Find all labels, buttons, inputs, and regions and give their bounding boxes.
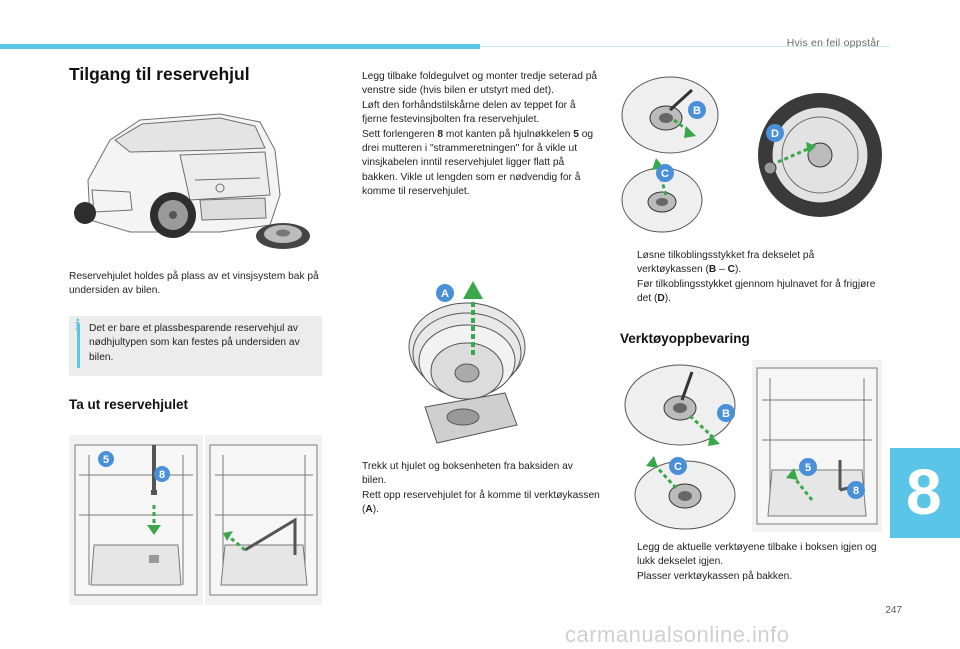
list-item: Før tilkoblingsstykket gjennom hjulnavet… xyxy=(637,278,876,305)
steps-list-3: Løsne tilkoblingsstykket fra dekselet på… xyxy=(620,249,882,307)
list-item: Plasser verktøykassen på bakken. xyxy=(637,570,793,582)
label-B: B xyxy=(693,105,701,117)
header-rule xyxy=(480,46,890,47)
car-spare-wheel-illustration xyxy=(70,100,320,260)
tool-storage-illustration-2: 5 8 xyxy=(752,360,882,532)
page-number: 247 xyxy=(885,605,902,616)
label-5: 5 xyxy=(103,454,109,466)
info-accent-bar xyxy=(77,324,80,368)
chapter-number: 8 xyxy=(906,456,942,528)
info-note-text: Det er bare et plassbesparende reservehj… xyxy=(89,323,300,363)
label-C: C xyxy=(661,168,669,180)
list-item: Trekk ut hjulet og boksenheten fra baksi… xyxy=(362,461,573,487)
list-item: Legg de aktuelle verktøyene tilbake i bo… xyxy=(637,542,877,568)
steps-list-4: Legg de aktuelle verktøyene tilbake i bo… xyxy=(620,541,882,584)
list-item: Legg tilbake foldegulvet og monter tredj… xyxy=(362,71,598,97)
label-8: 8 xyxy=(159,469,165,481)
spare-wheel-toolbox-illustration: A xyxy=(395,275,535,450)
connector-release-illustration: B C D xyxy=(620,70,882,240)
info-note: i Det er bare et plassbesparende reserve… xyxy=(69,316,322,376)
subtitle-remove-spare: Ta ut reservehjulet xyxy=(69,397,189,412)
winch-turn-illustration xyxy=(205,435,322,605)
header-accent-bar xyxy=(0,44,480,49)
label-5: 5 xyxy=(805,462,811,474)
list-item: Sett forlengeren 8 mot kanten på hjulnøk… xyxy=(362,128,594,198)
label-D: D xyxy=(771,128,779,140)
list-item: Rett opp reservehjulet for å komme til v… xyxy=(362,489,600,516)
list-item: Løft den forhåndstilskårne delen av tepp… xyxy=(362,99,576,126)
subtitle-tool-storage: Verktøyoppbevaring xyxy=(620,331,750,346)
tool-insert-illustration: 5 8 xyxy=(69,435,203,605)
steps-list-2: Trekk ut hjulet og boksenheten fra baksi… xyxy=(345,460,600,518)
list-item: Løsne tilkoblingsstykket fra dekselet på… xyxy=(637,250,815,276)
label-A: A xyxy=(441,288,449,300)
steps-list-1: Legg tilbake foldegulvet og monter tredj… xyxy=(345,70,600,200)
label-C: C xyxy=(674,461,682,473)
intro-text: Reservehjulet holdes på plass av et vins… xyxy=(69,271,319,297)
chapter-tab: 8 xyxy=(890,448,960,538)
info-icon: i xyxy=(75,316,81,334)
tool-storage-illustration-1: B C xyxy=(620,360,750,532)
watermark: carmanualsonline.info xyxy=(565,622,790,647)
section-title: Hvis en feil oppstår xyxy=(786,37,880,49)
page-title: Tilgang til reservehjul xyxy=(69,64,250,84)
label-8: 8 xyxy=(853,485,859,497)
label-B: B xyxy=(722,408,730,420)
